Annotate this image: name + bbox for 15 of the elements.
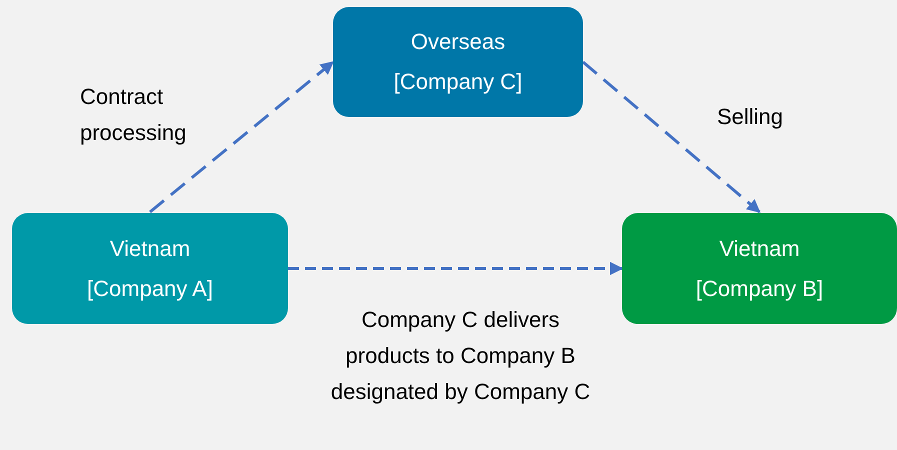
node-label: Vietnam: [110, 234, 190, 262]
edge-label: Company C delivers products to Company B designated by Company C: [330, 306, 592, 406]
node-label: Overseas: [410, 28, 506, 56]
node-label: [Company A]: [87, 274, 213, 303]
dashed-arrow: [149, 60, 334, 214]
dashed-arrow: [582, 60, 761, 214]
node-label: Vietnam: [719, 234, 800, 262]
node-label: [Company B]: [696, 274, 824, 303]
rounded-box: [333, 7, 583, 117]
node-label: [Company C]: [394, 68, 522, 96]
edge-label: Contract processing: [80, 83, 188, 147]
dashed-arrow: [288, 262, 624, 276]
rounded-box: [622, 213, 897, 324]
edge-label: Selling: [716, 103, 784, 131]
rounded-box: [12, 213, 288, 324]
